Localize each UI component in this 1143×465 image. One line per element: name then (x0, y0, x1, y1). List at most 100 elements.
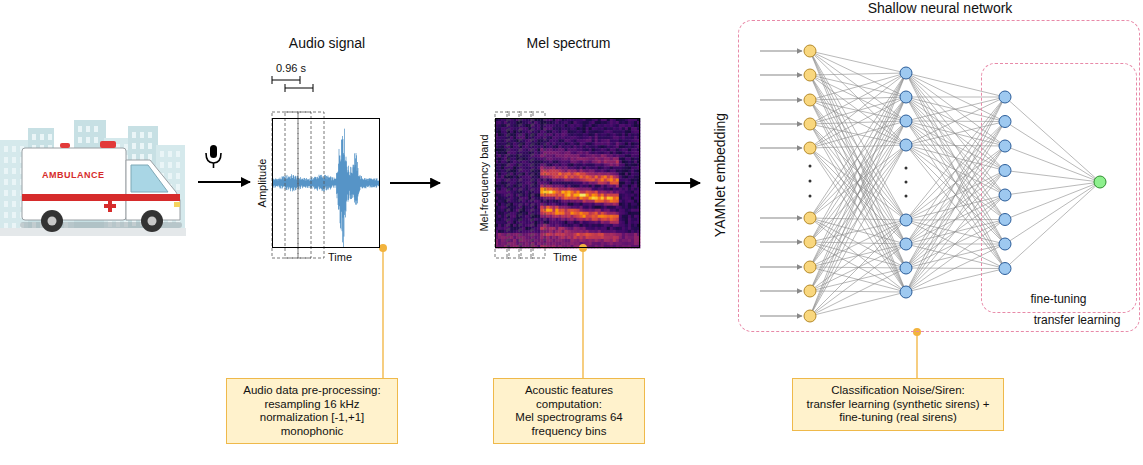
spectrogram-cell (510, 233, 513, 236)
spectrogram-cell (510, 194, 513, 197)
spectrogram-cell (577, 151, 580, 154)
spectrogram-cell (583, 212, 586, 215)
spectrogram-cell (513, 191, 516, 194)
spectrogram-cell (580, 160, 583, 163)
spectrogram-cell (589, 169, 592, 172)
spectrogram-cell (589, 172, 592, 175)
spectrogram-cell (619, 133, 622, 136)
spectrogram-cell (583, 224, 586, 227)
spectrogram-cell (498, 242, 501, 245)
spectrogram-cell (510, 157, 513, 160)
spectrogram-cell (571, 172, 574, 175)
spectrogram-cell (552, 239, 555, 242)
spectrogram-cell (616, 130, 619, 133)
spectrogram-cell (616, 178, 619, 181)
spectrogram-cell (540, 151, 543, 154)
spectrogram-cell (568, 172, 571, 175)
spectrogram-cell (552, 127, 555, 130)
spectrogram-cell (604, 130, 607, 133)
spectrogram-cell (540, 212, 543, 215)
spectrogram-cell (552, 166, 555, 169)
spectrogram-cell (540, 236, 543, 239)
spectrogram-cell (571, 224, 574, 227)
spectrogram-cell (537, 218, 540, 221)
spectrogram-cell (498, 121, 501, 124)
spectrogram-cell (513, 221, 516, 224)
spectrogram-cell (534, 127, 537, 130)
spectrogram-cell (589, 133, 592, 136)
spectrogram-cell (522, 169, 525, 172)
spectrogram-cell (564, 236, 567, 239)
spectrogram-cell (619, 157, 622, 160)
spectrogram-cell (555, 212, 558, 215)
spectrogram-cell (607, 130, 610, 133)
spectrogram-cell (513, 139, 516, 142)
spectrogram-cell (589, 203, 592, 206)
spectrogram-cell (537, 154, 540, 157)
spectrogram-cell (510, 209, 513, 212)
spectrogram-cell (619, 154, 622, 157)
spectrogram-cell (574, 236, 577, 239)
spectrogram-cell (501, 181, 504, 184)
spectrogram-cell (586, 218, 589, 221)
frame-bracket (285, 84, 313, 92)
spectrogram-cell (607, 242, 610, 245)
spectrogram-cell (546, 127, 549, 130)
spectrogram-cell (610, 206, 613, 209)
spectrogram-cell (561, 175, 564, 178)
spectrogram-cell (552, 142, 555, 145)
spectrogram-cell (537, 157, 540, 160)
spectrogram-cell (586, 242, 589, 245)
spectrogram-cell (525, 197, 528, 200)
spectrogram-cell (580, 145, 583, 148)
spectrogram-cell (613, 133, 616, 136)
spectrogram-cell (583, 169, 586, 172)
spectrogram-cell (510, 224, 513, 227)
spectrogram-cell (574, 209, 577, 212)
spectrogram-cell (595, 227, 598, 230)
spectrogram-cell (589, 218, 592, 221)
spectrogram-cell (546, 151, 549, 154)
building-window (140, 132, 144, 138)
spectrogram-cell (586, 136, 589, 139)
spectrogram-cell (589, 188, 592, 191)
spectrogram-cell (580, 139, 583, 142)
spectrogram-cell (534, 206, 537, 209)
spectrogram-cell (610, 242, 613, 245)
spectrogram-cell (552, 236, 555, 239)
spectrogram-cell (610, 130, 613, 133)
spectrogram-cell (549, 194, 552, 197)
spectrogram-cell (610, 188, 613, 191)
spectrogram-cell (592, 163, 595, 166)
spectrogram-cell (598, 175, 601, 178)
spectrogram-cell (513, 124, 516, 127)
spectrogram-cell (513, 203, 516, 206)
spectrogram-cell (558, 194, 561, 197)
spectrogram-cell (568, 200, 571, 203)
spectrogram-cell (549, 148, 552, 151)
spectrogram-cell (498, 230, 501, 233)
spectrogram-cell (558, 151, 561, 154)
spectrogram-cell (510, 160, 513, 163)
spectrogram-cell (613, 191, 616, 194)
spectrogram-cell (604, 133, 607, 136)
spectrogram-cell (613, 145, 616, 148)
spectrogram-cell (601, 133, 604, 136)
spectrogram-cell (574, 188, 577, 191)
spectrogram-cell (534, 242, 537, 245)
spectrogram-cell (501, 188, 504, 191)
spectrogram-cell (498, 154, 501, 157)
spectrogram-cell (577, 218, 580, 221)
spectrogram-cell (501, 233, 504, 236)
spectrogram-cell (555, 121, 558, 124)
spectrogram-cell (513, 239, 516, 242)
spectrogram-cell (613, 242, 616, 245)
spectrogram-cell (589, 191, 592, 194)
spectrogram-cell (574, 194, 577, 197)
spectrogram-cell (613, 194, 616, 197)
van-stripe (22, 194, 180, 201)
spectrogram-cell (616, 127, 619, 130)
spectrogram-cell (589, 175, 592, 178)
spectrogram-cell (540, 166, 543, 169)
spectrogram-cell (568, 130, 571, 133)
